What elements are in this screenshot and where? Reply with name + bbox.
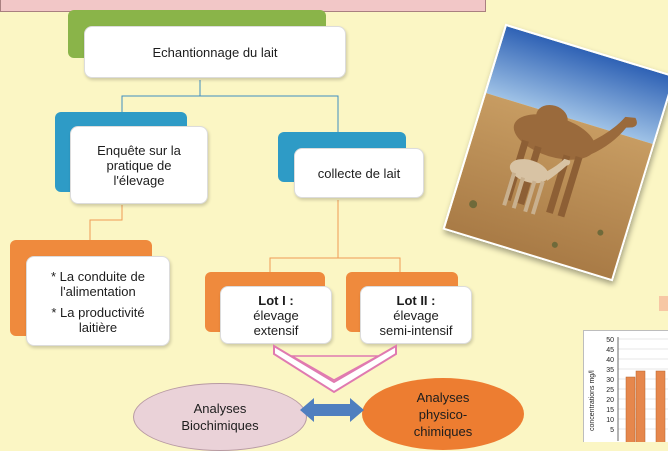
list-item-feeding: * La conduite de l'alimentation: [51, 269, 145, 299]
orange-square-decoration: [659, 296, 668, 311]
lot2-title: Lot II :: [396, 292, 436, 308]
left-branch-label: Enquête sur la pratique de l'élevage: [97, 142, 181, 188]
chart-ytick-label: 50: [606, 337, 614, 344]
double-headed-arrow-icon: [300, 398, 364, 422]
analyses-physico-ellipse: Analyses physico- chimiques: [362, 378, 524, 450]
analyses-bio-label: Analyses Biochimiques: [181, 401, 259, 433]
chart-ytick-label: 20: [606, 397, 614, 404]
chart-ytick-label: 25: [606, 387, 614, 394]
connector-lot2: [338, 257, 401, 272]
right-branch-node: collecte de lait: [294, 148, 424, 198]
chart-ytick-label: 40: [606, 357, 614, 364]
chart-bar: [635, 370, 646, 442]
left-list-node: * La conduite de l'alimentation * La pro…: [26, 256, 170, 346]
chart-ytick-label: 35: [606, 367, 614, 374]
chart-ytick-label: 15: [606, 407, 614, 414]
connector-lot1: [269, 200, 339, 272]
lot1-node: Lot I : élevage extensif: [220, 286, 332, 344]
chart-ytick-label: 10: [606, 417, 614, 424]
chart-ytick-label: 5: [610, 427, 614, 434]
list-item-productivity: * La productivité laitière: [51, 305, 145, 335]
connector-root-right: [200, 95, 339, 132]
lot2-node: Lot II : élevage semi-intensif: [360, 286, 472, 344]
bar-chart-partial: concentrations mg/l 50 45 40 35 30 25 20 15 10 5: [583, 330, 668, 442]
root-node: Echantionnage du lait: [84, 26, 346, 78]
analyses-bio-ellipse: Analyses Biochimiques: [133, 383, 307, 451]
chart-ytick-label: 30: [606, 377, 614, 384]
lot2-text: élevage semi-intensif: [379, 307, 453, 338]
analyses-physico-label: Analyses physico- chimiques: [413, 389, 473, 439]
chart-bar: [655, 370, 666, 442]
connector-left-list: [89, 205, 123, 248]
chart-ylabel: concentrations mg/l: [589, 370, 596, 431]
connector-root-left: [121, 80, 201, 112]
chart-svg: concentrations mg/l 50 45 40 35 30 25 20 15 10 5: [589, 337, 668, 442]
down-chevron-arrow-icon: [273, 344, 397, 394]
lot1-text: élevage extensif: [253, 307, 299, 338]
right-branch-label: collecte de lait: [317, 165, 401, 181]
left-branch-node: Enquête sur la pratique de l'élevage: [70, 126, 208, 204]
lot1-title: Lot I :: [258, 292, 294, 308]
root-label: Echantionnage du lait: [152, 44, 278, 60]
camel-with-calf-photo: [442, 23, 668, 282]
chart-ytick-label: 45: [606, 347, 614, 354]
chart-bar: [625, 376, 636, 442]
